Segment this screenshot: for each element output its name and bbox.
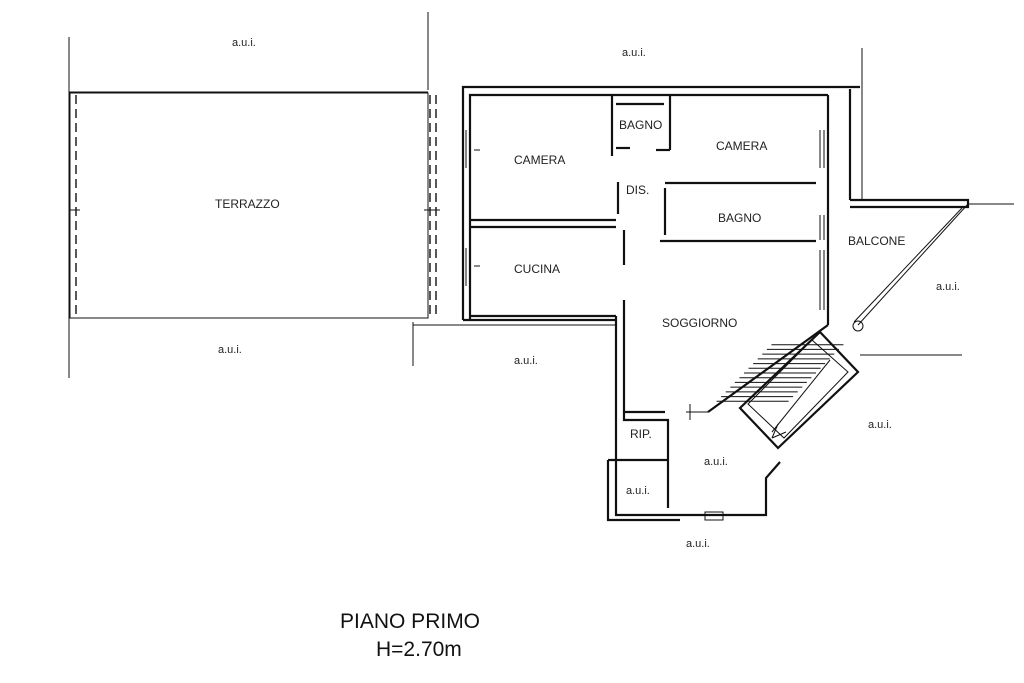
boundary-lines: [68, 12, 1014, 378]
balcony-rail: [852, 203, 969, 332]
room-label-bagno-2: BAGNO: [718, 211, 761, 225]
interior-walls: [470, 95, 816, 414]
room-label-bagno: BAGNO: [619, 118, 662, 132]
room-label-camera-2: CAMERA: [716, 139, 767, 153]
stair-treads: [716, 344, 844, 402]
room-label-dis: DIS.: [626, 183, 649, 197]
room-labels: CAMERA BAGNO CAMERA DIS. BAGNO CUCINA SO…: [215, 118, 905, 441]
ceiling-height: H=2.70m: [376, 638, 462, 661]
aui-label: a.u.i.: [622, 47, 646, 59]
aui-label: a.u.i.: [626, 485, 650, 497]
room-label-terrazzo: TERRAZZO: [215, 197, 280, 211]
aui-label: a.u.i.: [868, 419, 892, 431]
room-label-camera: CAMERA: [514, 153, 565, 167]
outer-walls: [461, 85, 970, 522]
room-label-soggiorno: SOGGIORNO: [662, 316, 737, 330]
aui-label: a.u.i.: [686, 538, 710, 550]
aui-label: a.u.i.: [936, 281, 960, 293]
aui-label: a.u.i.: [514, 355, 538, 367]
aui-labels: a.u.i. a.u.i. a.u.i. a.u.i. a.u.i. a.u.i…: [218, 37, 960, 550]
aui-label: a.u.i.: [218, 344, 242, 356]
aui-label: a.u.i.: [232, 37, 256, 49]
staircase: [716, 330, 860, 450]
windows: [465, 130, 825, 521]
room-label-balcone: BALCONE: [848, 234, 905, 248]
floor-name: PIANO PRIMO: [340, 610, 480, 633]
room-label-cucina: CUCINA: [514, 262, 560, 276]
aui-label: a.u.i.: [704, 456, 728, 468]
plan-title: PIANO PRIMO H=2.70m: [340, 610, 480, 661]
room-label-rip: RIP.: [630, 427, 652, 441]
terrace-outline: [69, 92, 440, 319]
